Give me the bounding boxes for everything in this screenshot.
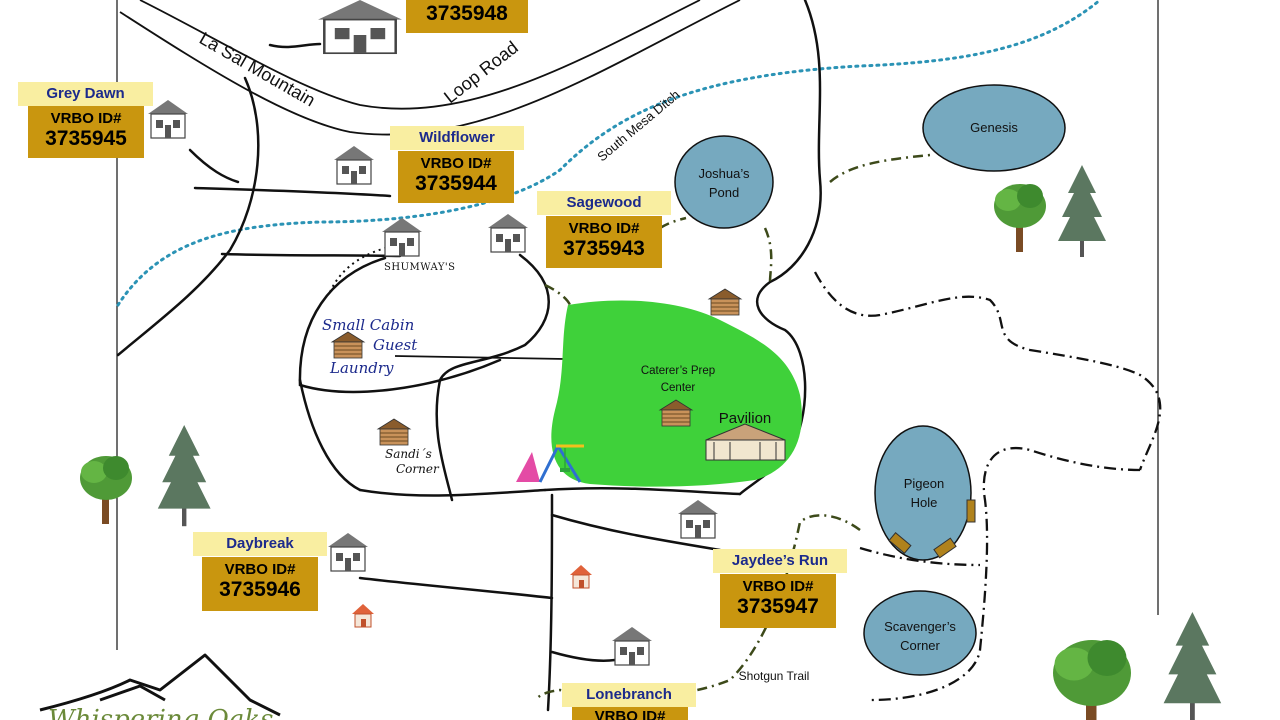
house-icon bbox=[611, 626, 653, 666]
vrbo-id-label: VRBO ID# bbox=[50, 110, 122, 127]
vrbo-id-label: VRBO ID# bbox=[224, 561, 296, 578]
caterer-label-1: Caterer’s Prep bbox=[641, 365, 715, 377]
main-road bbox=[119, 0, 741, 136]
pine-tree-icon bbox=[1163, 612, 1222, 720]
caterer-label-2: Center bbox=[661, 382, 696, 394]
dock bbox=[933, 537, 957, 559]
joshua-label-2: Pond bbox=[709, 185, 739, 200]
vrbo-id-box: VRBO ID# 3735947 bbox=[720, 574, 836, 628]
south-mesa-ditch bbox=[116, 0, 1102, 307]
house-icon bbox=[487, 213, 529, 253]
sandis-corner-label: Corner bbox=[396, 462, 439, 476]
vrbo-id-box: 3735948 bbox=[406, 0, 528, 33]
vrbo-id-number: 3735943 bbox=[563, 237, 645, 260]
pavilion-label: Pavilion bbox=[719, 410, 772, 427]
pigeon-label-2: Hole bbox=[911, 495, 938, 510]
trails bbox=[534, 153, 931, 701]
vrbo-id-box: VRBO ID# bbox=[572, 707, 688, 720]
logo-mountains-icon bbox=[39, 653, 281, 717]
property-name: Grey Dawn bbox=[18, 82, 153, 106]
joshuas-pond bbox=[674, 135, 774, 229]
ditch-label: South Mesa Ditch bbox=[594, 87, 682, 164]
dock bbox=[888, 532, 912, 554]
road-name-1: La Sal Mountain bbox=[196, 28, 319, 110]
vrbo-id-number: 3735947 bbox=[737, 595, 819, 618]
vrbo-id-box: VRBO ID# 3735944 bbox=[398, 151, 514, 203]
vrbo-id-label: VRBO ID# bbox=[594, 708, 666, 720]
guest-label: Guest bbox=[373, 336, 418, 354]
vrbo-id-label: VRBO ID# bbox=[742, 578, 814, 595]
internal-roads bbox=[116, 0, 822, 712]
red-house-icon bbox=[351, 603, 375, 628]
pine-tree-icon bbox=[1058, 165, 1106, 257]
house-icon bbox=[316, 0, 404, 55]
vrbo-id-number: 3735944 bbox=[415, 172, 497, 195]
property-name: Lonebranch bbox=[562, 683, 696, 707]
house-icon bbox=[333, 145, 375, 185]
scavenger-label-1: Scavenger’s bbox=[884, 619, 956, 634]
cabin-icon bbox=[708, 288, 742, 316]
vrbo-id-box: VRBO ID# 3735943 bbox=[546, 216, 662, 268]
pigeon-hole-pond bbox=[874, 425, 972, 561]
sandis-label: Sandi´s bbox=[385, 447, 432, 461]
dock bbox=[966, 499, 976, 523]
house-icon bbox=[677, 499, 719, 539]
cabin-icon bbox=[377, 418, 411, 446]
house-icon bbox=[381, 217, 423, 257]
shumway-footpath bbox=[329, 247, 387, 293]
house-icon bbox=[147, 99, 189, 139]
scavenger-label-2: Corner bbox=[900, 638, 940, 653]
property-name: Jaydee’s Run bbox=[713, 549, 847, 573]
playground-icon bbox=[516, 444, 584, 483]
laundry-arrow bbox=[394, 355, 566, 360]
laundry-label: Laundry bbox=[330, 359, 394, 377]
vrbo-id-box: VRBO ID# 3735946 bbox=[202, 557, 318, 611]
vrbo-id-number: 3735946 bbox=[219, 578, 301, 601]
vrbo-id-box: VRBO ID# 3735945 bbox=[28, 106, 144, 158]
red-house-icon bbox=[569, 564, 593, 589]
joshua-label-1: Joshua’s bbox=[698, 166, 750, 181]
house-icon bbox=[327, 532, 369, 572]
genesis-label: Genesis bbox=[970, 120, 1018, 135]
hiking-trails bbox=[813, 271, 1162, 702]
cabin-icon bbox=[331, 331, 365, 359]
pigeon-label-1: Pigeon bbox=[904, 476, 944, 491]
shotgun-trail-label: Shotgun Trail bbox=[739, 669, 810, 683]
property-name: Sagewood bbox=[537, 191, 671, 215]
vrbo-id-label: VRBO ID# bbox=[420, 155, 492, 172]
property-name: Daybreak bbox=[193, 532, 327, 556]
logo-text: Whispering Oaks bbox=[48, 705, 273, 720]
property-name: Wildflower bbox=[390, 126, 524, 150]
shumways-label: SHUMWAY'S bbox=[384, 262, 456, 273]
small-cabin-label: Small Cabin bbox=[322, 316, 415, 334]
vrbo-id-label: VRBO ID# bbox=[568, 220, 640, 237]
oak-tree-icon bbox=[994, 184, 1046, 252]
pine-tree-icon bbox=[157, 425, 211, 527]
scavengers-corner-pond bbox=[863, 590, 977, 676]
genesis-pond bbox=[922, 84, 1066, 172]
pavilion-icon bbox=[705, 423, 786, 461]
vrbo-id-number: 3735945 bbox=[45, 127, 127, 150]
oak-tree-icon bbox=[1053, 640, 1131, 720]
ponds bbox=[674, 84, 1066, 676]
vrbo-id-number: 3735948 bbox=[426, 2, 508, 25]
oak-tree-icon bbox=[80, 456, 132, 524]
